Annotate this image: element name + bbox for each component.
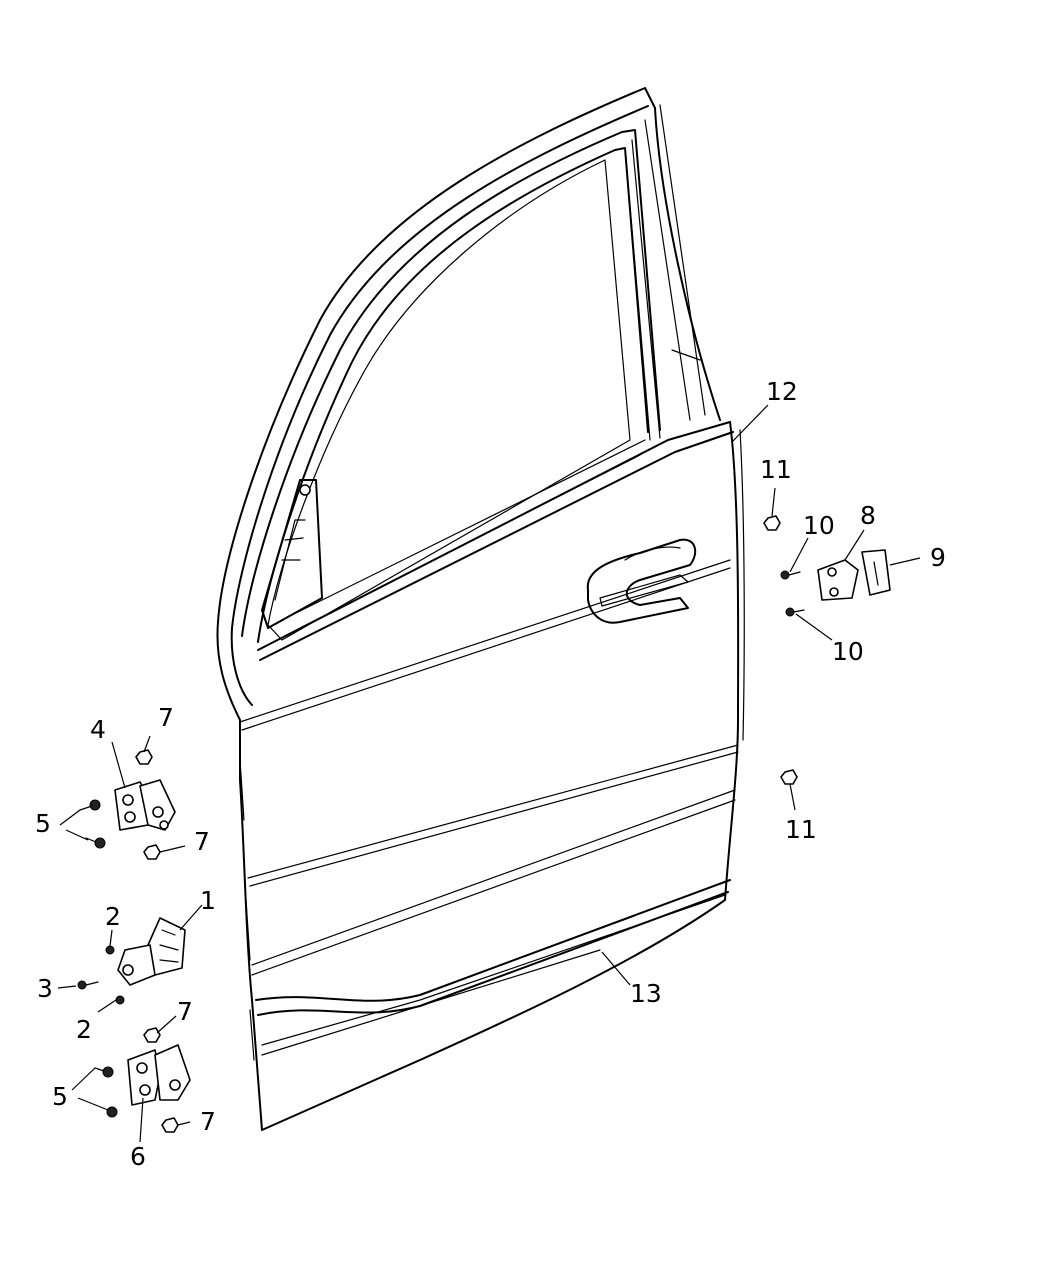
callout-1: 1 [200,886,216,915]
callout-8: 8 [860,501,876,530]
callout-2: 2 [105,902,121,931]
callout-7: 7 [158,703,174,732]
check-strap-1 [117,917,186,986]
spacer-9 [861,549,891,596]
upper-hinge-bolts-5 [79,799,106,849]
striker-screws-10 [780,570,805,617]
lower-hinge-6 [127,1044,191,1106]
callout-10: 10 [832,637,864,666]
check-strap-fasteners [77,945,125,1005]
leader-lines [57,404,921,1143]
door-shell-12 [216,87,745,1131]
callout-7: 7 [177,997,193,1026]
callout-10: 10 [803,511,835,540]
callout-3: 3 [37,974,53,1003]
callout-7: 7 [200,1107,216,1136]
callout-5: 5 [52,1082,68,1111]
callout-13: 13 [630,979,662,1008]
upper-hinge-nuts-7 [135,749,161,860]
callouts: 1 2 2 3 4 5 5 6 7 7 7 7 8 9 10 10 11 11 … [35,377,946,1171]
callout-11: 11 [785,815,817,844]
callout-4: 4 [90,715,106,744]
callout-9: 9 [930,543,946,572]
callout-2: 2 [76,1015,92,1044]
clip-nuts-11 [763,515,798,785]
striker-8 [817,559,859,601]
callout-11: 11 [760,455,792,484]
lower-hinge-bolts-5 [94,1066,118,1118]
callout-12: 12 [766,377,798,406]
callout-5: 5 [35,809,51,838]
lower-hinge-nuts-7 [143,1027,179,1133]
callout-7: 7 [194,827,210,856]
upper-hinge-4 [114,779,176,831]
callout-6: 6 [130,1142,146,1171]
